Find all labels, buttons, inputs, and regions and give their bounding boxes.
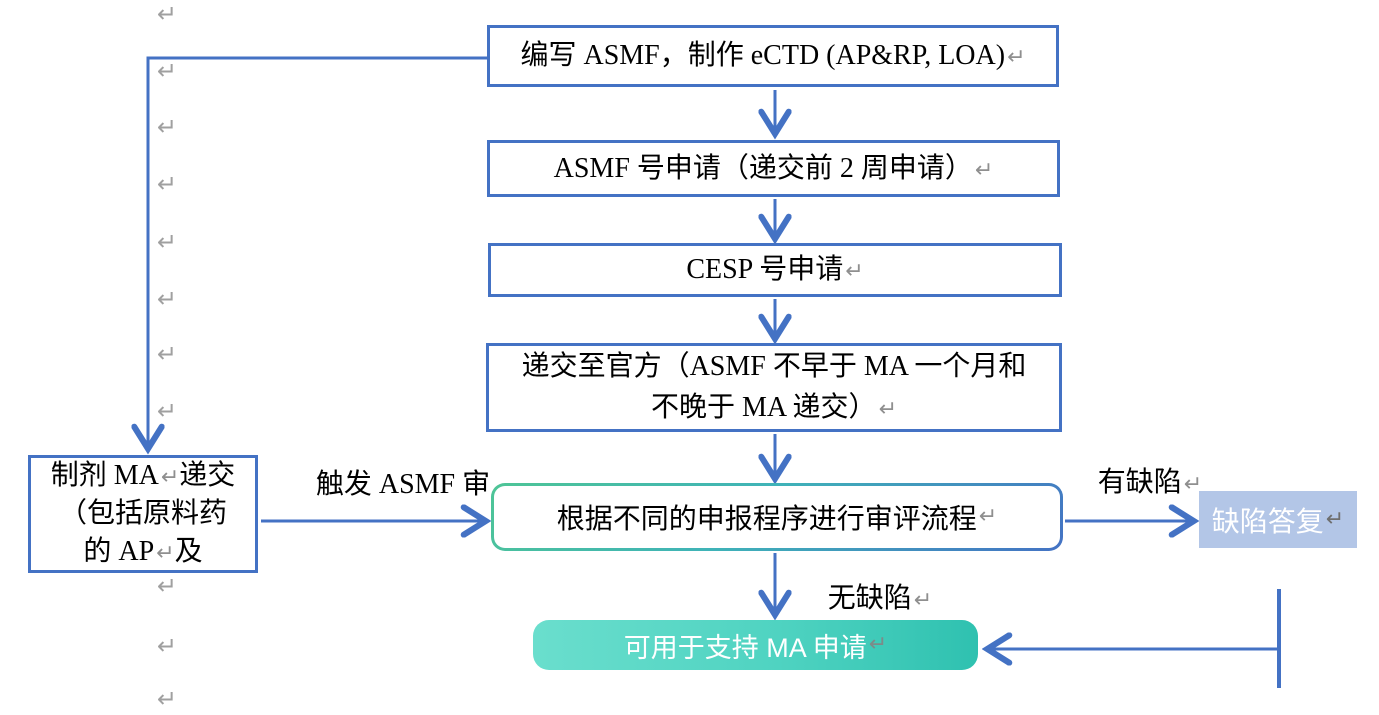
paragraph-mark: ↵ [157, 285, 178, 313]
node-review-label: 根据不同的申报程序进行审评流程 [556, 504, 977, 535]
return-mark: ↵ [878, 396, 897, 422]
edge-label-trigger-review: 触发 ASMF 审 [288, 462, 518, 502]
node-cesp: CESP 号申请↵ [488, 243, 1062, 297]
node-cesp-label: CESP 号申请 [686, 254, 844, 286]
paragraph-mark: ↵ [157, 0, 178, 28]
node-ma-submit-line2: （包括原料药 [58, 498, 227, 530]
node-write-asmf-label: 编写 ASMF，制作 eCTD (AP&RP, LOA) [520, 40, 1006, 72]
return-mark: ↵ [913, 588, 933, 613]
paragraph-mark: ↵ [157, 572, 178, 600]
return-mark: ↵ [1325, 506, 1345, 532]
edge-label-has-deficiency-text: 有缺陷 [1097, 467, 1182, 498]
edge-label-has-deficiency: 有缺陷↵ [1085, 460, 1215, 500]
return-mark: ↵ [1183, 472, 1203, 497]
line-break-mark: ↵ [160, 465, 180, 491]
node-support-ma: 可用于支持 MA 申请↵ [533, 620, 978, 670]
node-ma-submit-line3b: 及 [174, 535, 203, 567]
node-asmf-number-label: ASMF 号申请（递交前 2 周申请） [553, 152, 973, 184]
node-deficiency-reply-label: 缺陷答复 [1211, 506, 1324, 538]
node-submit-official-line1: 递交至官方（ASMF 不早于 MA 一个月和 [521, 350, 1027, 382]
node-ma-submit-line1b: 递交 [179, 460, 236, 492]
node-ma-submit-line1a: 制剂 MA [50, 460, 159, 492]
line-break-mark: ↵ [156, 540, 175, 566]
return-mark: ↵ [1007, 45, 1026, 71]
return-mark: ↵ [978, 504, 998, 529]
node-write-asmf: 编写 ASMF，制作 eCTD (AP&RP, LOA)↵ [487, 25, 1059, 87]
connector-write-to-ma-submit [148, 56, 487, 446]
return-mark: ↵ [845, 259, 864, 285]
paragraph-mark: ↵ [157, 397, 178, 425]
node-ma-submit-line3a: 的 AP [83, 535, 155, 567]
return-mark: ↵ [868, 632, 888, 657]
paragraph-mark: ↵ [157, 340, 178, 368]
node-support-ma-label: 可用于支持 MA 申请 [623, 632, 867, 663]
node-asmf-number: ASMF 号申请（递交前 2 周申请）↵ [487, 140, 1060, 197]
edge-label-trigger-review-text: 触发 ASMF 审 [315, 469, 491, 500]
node-submit-official: 递交至官方（ASMF 不早于 MA 一个月和 不晚于 MA 递交）↵ [486, 343, 1062, 432]
node-submit-official-line2: 不晚于 MA 递交） [650, 391, 877, 423]
paragraph-mark: ↵ [157, 113, 178, 141]
node-deficiency-reply: 缺陷答复↵ [1199, 491, 1357, 548]
paragraph-mark: ↵ [157, 57, 178, 85]
paragraph-mark: ↵ [157, 228, 178, 256]
paragraph-mark: ↵ [157, 632, 178, 660]
node-review: 根据不同的申报程序进行审评流程↵ [491, 483, 1063, 551]
paragraph-mark: ↵ [157, 685, 178, 713]
paragraph-mark: ↵ [157, 170, 178, 198]
return-mark: ↵ [974, 157, 994, 183]
edge-label-no-deficiency-text: 无缺陷 [827, 583, 912, 614]
node-ma-submit: 制剂 MA↵递交 （包括原料药 的 AP↵及 [28, 455, 258, 573]
edge-label-no-deficiency: 无缺陷↵ [815, 576, 945, 616]
